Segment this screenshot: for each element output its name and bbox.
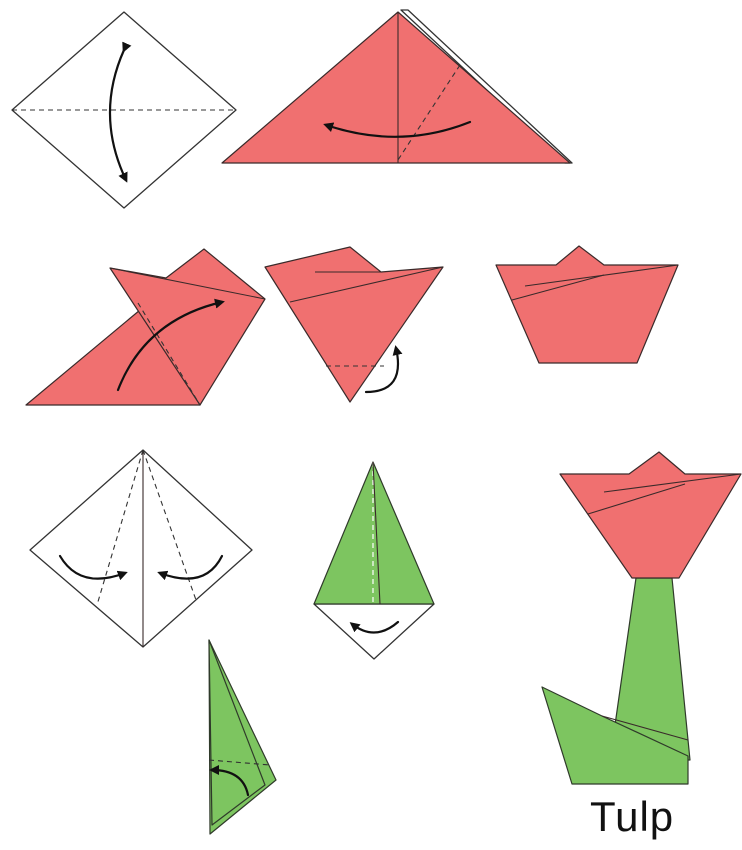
step-7-green-kite bbox=[314, 462, 434, 659]
step-3-corner-folded bbox=[26, 249, 265, 405]
step-8-green-stem bbox=[209, 640, 276, 834]
step-4-tulip-fold-bottom bbox=[265, 247, 443, 402]
step-5-tulip-head bbox=[496, 246, 678, 363]
step-6-stem-square bbox=[30, 450, 252, 647]
caption-label: Tulp bbox=[590, 796, 674, 838]
final-tulip bbox=[542, 452, 741, 784]
step-1-square-diamond bbox=[12, 12, 236, 208]
step-2-red-triangle bbox=[222, 10, 572, 163]
